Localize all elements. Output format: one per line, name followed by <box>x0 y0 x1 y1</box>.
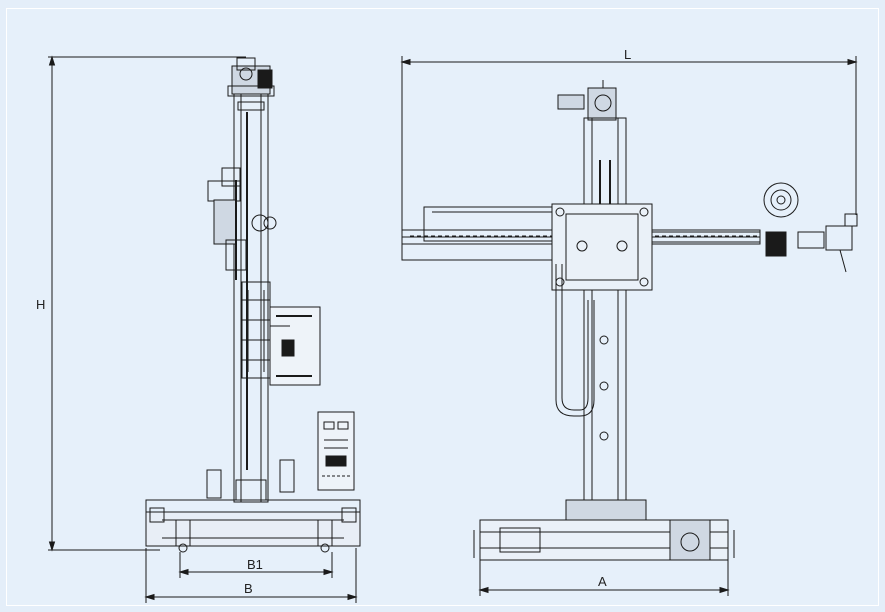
dimension-a <box>478 560 730 596</box>
base-front <box>473 499 735 561</box>
lower-column <box>583 289 627 503</box>
dimension-b1 <box>178 552 334 578</box>
dimension-label-b1: B1 <box>247 557 263 572</box>
control-box <box>269 306 321 386</box>
top-drive <box>227 57 275 97</box>
dimension-l <box>400 56 858 230</box>
electrical-cabinet <box>317 411 355 491</box>
base-motors <box>206 459 295 501</box>
upper-column <box>583 117 627 205</box>
dimension-h <box>48 55 246 552</box>
dimension-label-l: L <box>624 47 632 62</box>
dimension-b <box>144 548 358 603</box>
top-motor <box>557 80 617 121</box>
base-side <box>145 499 361 553</box>
torch-assembly <box>763 182 858 273</box>
cable-loop <box>555 264 595 417</box>
carriage <box>207 167 277 280</box>
dimension-label-b: B <box>244 581 253 596</box>
boom-carriage <box>551 203 653 291</box>
drawing-frame <box>6 8 879 606</box>
dimension-label-a: A <box>598 574 607 589</box>
side-view <box>48 55 361 603</box>
front-view <box>400 56 858 596</box>
dimension-label-h: H <box>36 297 46 312</box>
column <box>233 91 269 503</box>
